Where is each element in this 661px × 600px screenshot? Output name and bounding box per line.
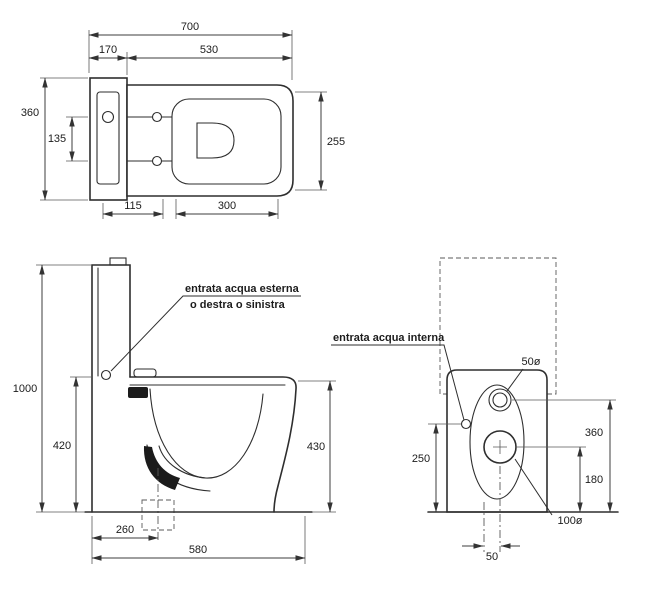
leader-inlet-diameter [506, 368, 524, 392]
cistern-inner-top [96, 91, 120, 185]
dim-label-360: 360 [585, 427, 603, 439]
dim-label-580: 580 [189, 544, 207, 556]
cistern-hidden-outline [439, 257, 557, 395]
leader-external-inlet [110, 295, 301, 372]
note-internal-inlet: entrata acqua interna [333, 332, 445, 344]
flush-button-icon [101, 110, 115, 124]
dim-label-360: 360 [21, 107, 39, 119]
bowl-cavity [149, 388, 264, 479]
bowl-outline-side [129, 376, 297, 513]
dim-label-530: 530 [200, 44, 218, 56]
cistern-outline-top [89, 77, 128, 201]
hinge-boss [133, 368, 157, 378]
dim-label-260: 260 [116, 524, 134, 536]
flush-channel [128, 387, 148, 398]
dim-label-250: 250 [412, 453, 430, 465]
trap-curve-inner [158, 445, 207, 479]
body-outline-front [446, 369, 548, 513]
outlet-crosshair [493, 440, 507, 454]
leader-internal-inlet [331, 344, 465, 421]
floor-outlet-hidden [141, 499, 175, 531]
hinge-hole [151, 155, 163, 167]
dim-label-430: 430 [307, 441, 325, 453]
note-external-inlet-line2: o destra o sinistra [190, 299, 286, 311]
dim-label-1000: 1000 [13, 383, 37, 395]
dim-label-135: 135 [48, 133, 66, 145]
leader-outlet-diameter [514, 458, 553, 516]
top-view: 700 170 530 360 135 255 115 300 [21, 21, 345, 219]
hinge-lines [126, 116, 173, 162]
dim-label-255: 255 [327, 136, 345, 148]
external-inlet-hole [100, 369, 112, 381]
internal-inlet-hole [460, 418, 472, 430]
dim-label-700: 700 [181, 21, 199, 33]
bowl-footprint [469, 384, 525, 500]
seat-opening-top [171, 98, 282, 185]
water-surface [196, 122, 235, 159]
bowl-outline-top [126, 84, 294, 197]
dim-label-420: 420 [53, 440, 71, 452]
outlet-hole [483, 430, 517, 464]
inlet-hole-inner [492, 392, 508, 408]
note-external-inlet-line1: entrata acqua esterna [185, 283, 300, 295]
extension-line [36, 264, 336, 564]
hinge-hole [151, 111, 163, 123]
dim-label-115: 115 [124, 200, 142, 212]
dim-label-300: 300 [218, 200, 236, 212]
side-view: 1000 420 430 260 580 entrata acqua ester… [13, 257, 336, 564]
lid-button [109, 257, 127, 266]
dim-label-180: 180 [585, 474, 603, 486]
dim-label-50: 50 [486, 551, 498, 563]
dim-label-170: 170 [99, 44, 117, 56]
inlet-hole-outer [488, 388, 512, 412]
dim-label-100d: 100ø [557, 515, 582, 527]
extension-line [40, 30, 327, 219]
trap-wall [143, 446, 180, 490]
front-view: 50ø 360 250 180 100ø 50 entrata acqua in… [331, 257, 619, 563]
dim-label-50d: 50ø [522, 356, 541, 368]
